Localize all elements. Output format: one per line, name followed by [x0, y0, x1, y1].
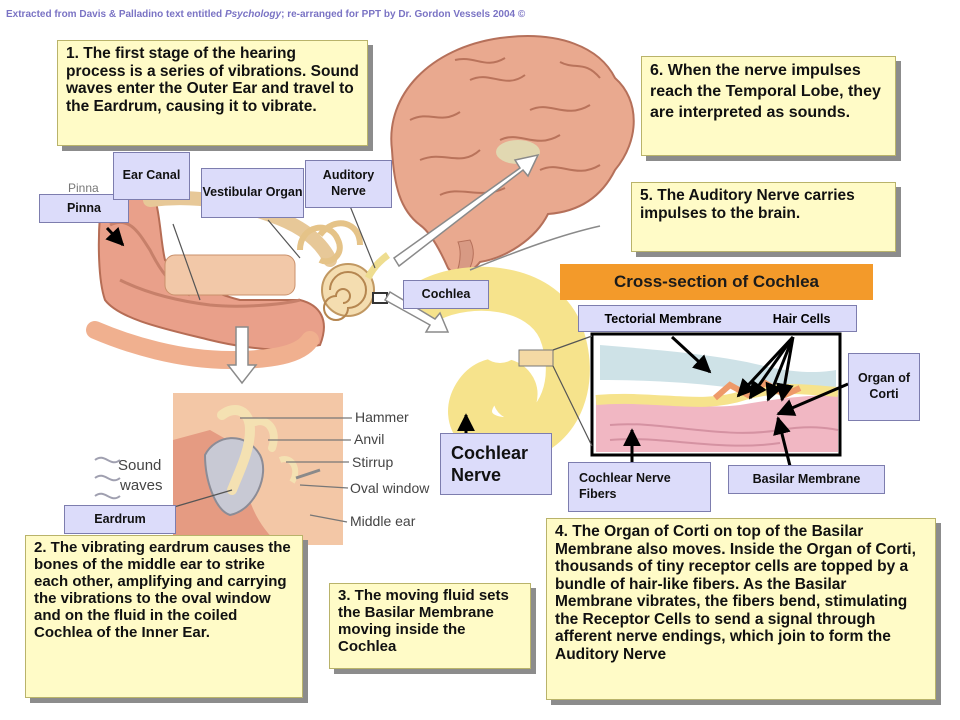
oval-window-text: Oval window — [350, 480, 430, 496]
hammer-text: Hammer — [355, 409, 409, 425]
middle-ear-text: Middle ear — [350, 513, 416, 529]
cochlea-cross-section-image — [408, 266, 590, 462]
middle-ear-image: Hammer Anvil Stirrup Oval window Middle … — [94, 393, 430, 545]
cross-section-title: Cross-section of Cochlea — [560, 264, 873, 300]
tectorial-membrane-label: Tectorial Membrane — [604, 311, 722, 326]
credit-line: Extracted from Davis & Palladino text en… — [6, 9, 525, 20]
eardrum-label: Eardrum — [64, 505, 176, 534]
ear-canal-label-text: Ear Canal — [122, 168, 181, 183]
step-5-text: 5. The Auditory Nerve carries impulses t… — [640, 187, 855, 222]
vestibular-organ-label: Vestibular Organ — [201, 168, 304, 218]
cross-section-title-text: Cross-section of Cochlea — [614, 272, 819, 291]
step-3-box: 3. The moving fluid sets the Basilar Mem… — [329, 583, 531, 669]
credit-book: Psychology — [224, 9, 282, 20]
brain-image — [390, 35, 635, 283]
cochlea-label-text: Cochlea — [421, 286, 471, 301]
ear-canal-label: Ear Canal — [113, 152, 190, 200]
step-4-box: 4. The Organ of Corti on top of the Basi… — [546, 518, 936, 700]
organ-of-corti-label-text: Organ of Corti — [857, 371, 911, 401]
step-1-text: 1. The first stage of the hearing proces… — [66, 45, 359, 115]
cochlea-label: Cochlea — [403, 280, 489, 309]
credit-prefix: Extracted from Davis & Palladino text en… — [6, 9, 225, 20]
basilar-membrane-label: Basilar Membrane — [728, 465, 885, 494]
cochlear-nerve-fibers-label-text: Cochlear Nerve Fibers — [579, 471, 671, 501]
eardrum-label-text: Eardrum — [94, 511, 146, 526]
step-5-box: 5. The Auditory Nerve carries impulses t… — [631, 182, 896, 252]
basilar-membrane-label-text: Basilar Membrane — [752, 471, 861, 486]
cochlear-nerve-fibers-label: Cochlear Nerve Fibers — [568, 462, 711, 512]
hair-cells-label: Hair Cells — [772, 311, 831, 326]
step-6-text: 6. When the nerve impulses reach the Tem… — [650, 62, 881, 121]
pinna-label-text: Pinna — [66, 200, 102, 215]
flow-arrows — [226, 153, 601, 385]
anvil-text: Anvil — [354, 431, 384, 447]
organ-of-corti-label: Organ of Corti — [848, 353, 920, 421]
organ-of-corti-detail-image — [590, 332, 842, 457]
step-6-box: 6. When the nerve impulses reach the Tem… — [641, 56, 896, 156]
auditory-nerve-label-text: Auditory Nerve — [322, 168, 375, 198]
step-3-text: 3. The moving fluid sets the Basilar Mem… — [338, 587, 509, 655]
step-2-box: 2. The vibrating eardrum causes the bone… — [25, 535, 303, 698]
waves-text: waves — [119, 477, 163, 494]
step-2-text: 2. The vibrating eardrum causes the bone… — [34, 539, 291, 641]
cochlear-nerve-label: Cochlear Nerve — [440, 433, 552, 495]
cochlear-nerve-label-text: Cochlear Nerve — [451, 442, 529, 486]
sound-text: Sound — [118, 457, 161, 474]
figure-pinna-text: Pinna — [68, 181, 99, 195]
step-4-text: 4. The Organ of Corti on top of the Basi… — [555, 523, 916, 663]
credit-suffix: ; re-arranged for PPT by Dr. Gordon Vess… — [281, 9, 526, 20]
vestibular-organ-label-text: Vestibular Organ — [202, 185, 303, 200]
auditory-nerve-label: Auditory Nerve — [305, 160, 392, 208]
step-1-box: 1. The first stage of the hearing proces… — [57, 40, 368, 146]
cross-section-labels: Tectorial Membrane Hair Cells — [578, 305, 857, 332]
stirrup-text: Stirrup — [352, 454, 393, 470]
